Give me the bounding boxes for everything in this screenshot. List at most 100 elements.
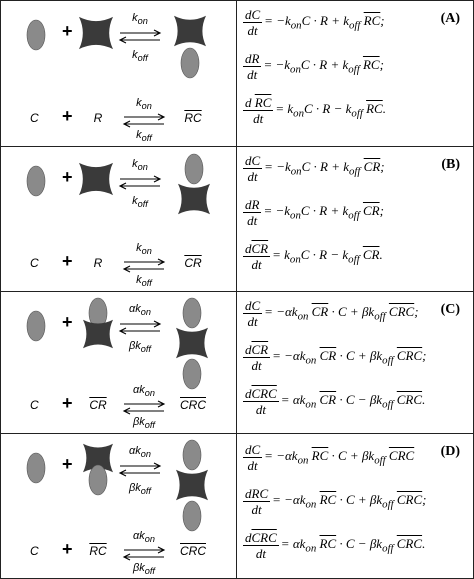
- c-molecule: [26, 19, 46, 51]
- rate-reverse-label: βkoff: [110, 482, 170, 496]
- reversible-arrows-2: [122, 258, 166, 273]
- panel-label: (A): [440, 11, 460, 26]
- rate-reverse-label-2-symbol: βk: [133, 562, 145, 574]
- rate-reverse-label-2: koff: [114, 274, 174, 288]
- rate-forward-label-2-symbol: αk: [133, 384, 145, 396]
- rate-reverse-label-symbol: βk: [129, 340, 141, 352]
- reversible-arrows-2: [122, 400, 166, 415]
- rate-reverse-label: βkoff: [110, 340, 170, 354]
- rate-forward-label: αkon: [110, 445, 170, 459]
- numerator: d RC: [243, 95, 274, 111]
- numerator: dCRC: [243, 530, 279, 546]
- panel-label: (B): [441, 157, 460, 172]
- rate-reverse-label: koff: [110, 49, 170, 63]
- numerator: dCR: [243, 241, 271, 257]
- rate-reverse-label-2-subscript: off: [144, 420, 155, 431]
- plus-sign: +: [62, 393, 73, 413]
- rate-forward-label-symbol: αk: [129, 303, 141, 315]
- right-hand-side: = konC · R − koff RC.: [275, 101, 386, 120]
- rate-forward-label-subscript: on: [140, 449, 151, 460]
- panel-a-shapes: [26, 15, 206, 79]
- rate-forward-label-2: kon: [114, 242, 174, 256]
- numerator: dC: [243, 153, 263, 169]
- rate-forward-label-2-symbol: αk: [133, 530, 145, 542]
- numerator: dC: [243, 298, 263, 314]
- species-middle: CR: [89, 398, 107, 412]
- rate-forward-label-2-subscript: on: [144, 388, 155, 399]
- rate-reverse-label-subscript: off: [137, 53, 148, 64]
- species-left: C: [30, 256, 39, 270]
- reversible-arrows-2: [122, 113, 166, 128]
- c-molecule-bound: [88, 464, 108, 496]
- right-hand-side: = konC · R − koff CR.: [272, 247, 383, 266]
- rate-forward-label-subscript: on: [137, 16, 148, 27]
- species-left: C: [30, 111, 39, 125]
- reversible-arrows: [118, 175, 162, 190]
- r-receptor-product: [174, 15, 206, 47]
- denominator: dt: [253, 111, 264, 126]
- plus-sign: +: [62, 454, 73, 474]
- reversible-arrows: [118, 320, 162, 335]
- denominator: dt: [251, 257, 262, 272]
- species-middle: R: [93, 256, 103, 270]
- right-hand-side: = −konC · R + koff RC;: [264, 13, 385, 32]
- c-molecule-bottom: [182, 358, 202, 390]
- rate-forward-label-2: αkon: [114, 530, 174, 544]
- rate-reverse-label-2-subscript: off: [141, 278, 152, 289]
- rate-reverse-label-2-symbol: βk: [133, 416, 145, 428]
- species-product: CRC: [180, 398, 206, 412]
- r-receptor: [79, 162, 113, 196]
- rate-forward-label-symbol: k: [132, 12, 138, 24]
- plus-sign: +: [62, 21, 73, 41]
- c-molecule-top: [182, 439, 202, 471]
- denominator: dt: [251, 358, 262, 373]
- numerator: dC: [243, 7, 263, 23]
- denominator: dt: [247, 169, 258, 184]
- panel-label: (D): [440, 444, 460, 459]
- r-receptor: [83, 319, 113, 349]
- c-molecule: [26, 452, 46, 484]
- c-molecule: [26, 310, 46, 342]
- rate-reverse-label: koff: [110, 195, 170, 209]
- right-hand-side: = −konC · R + koff CR;: [263, 203, 384, 222]
- plus-sign: +: [62, 167, 73, 187]
- numerator: dCRC: [243, 386, 279, 402]
- denominator: dt: [247, 213, 258, 228]
- rate-forward-label-symbol: k: [132, 158, 138, 170]
- rate-forward-label-2-subscript: on: [141, 246, 152, 257]
- denominator: dt: [247, 458, 258, 473]
- right-hand-side: = −konC · R + koff CR;: [264, 159, 385, 178]
- numerator: dCR: [243, 342, 271, 358]
- rate-forward-label-subscript: on: [137, 162, 148, 173]
- rate-forward-label-2: kon: [114, 97, 174, 111]
- numerator: dR: [243, 51, 262, 67]
- r-receptor-product: [176, 327, 208, 359]
- species-left: C: [30, 544, 39, 558]
- numerator: dC: [243, 442, 263, 458]
- rate-forward-label-2-symbol: k: [136, 97, 142, 109]
